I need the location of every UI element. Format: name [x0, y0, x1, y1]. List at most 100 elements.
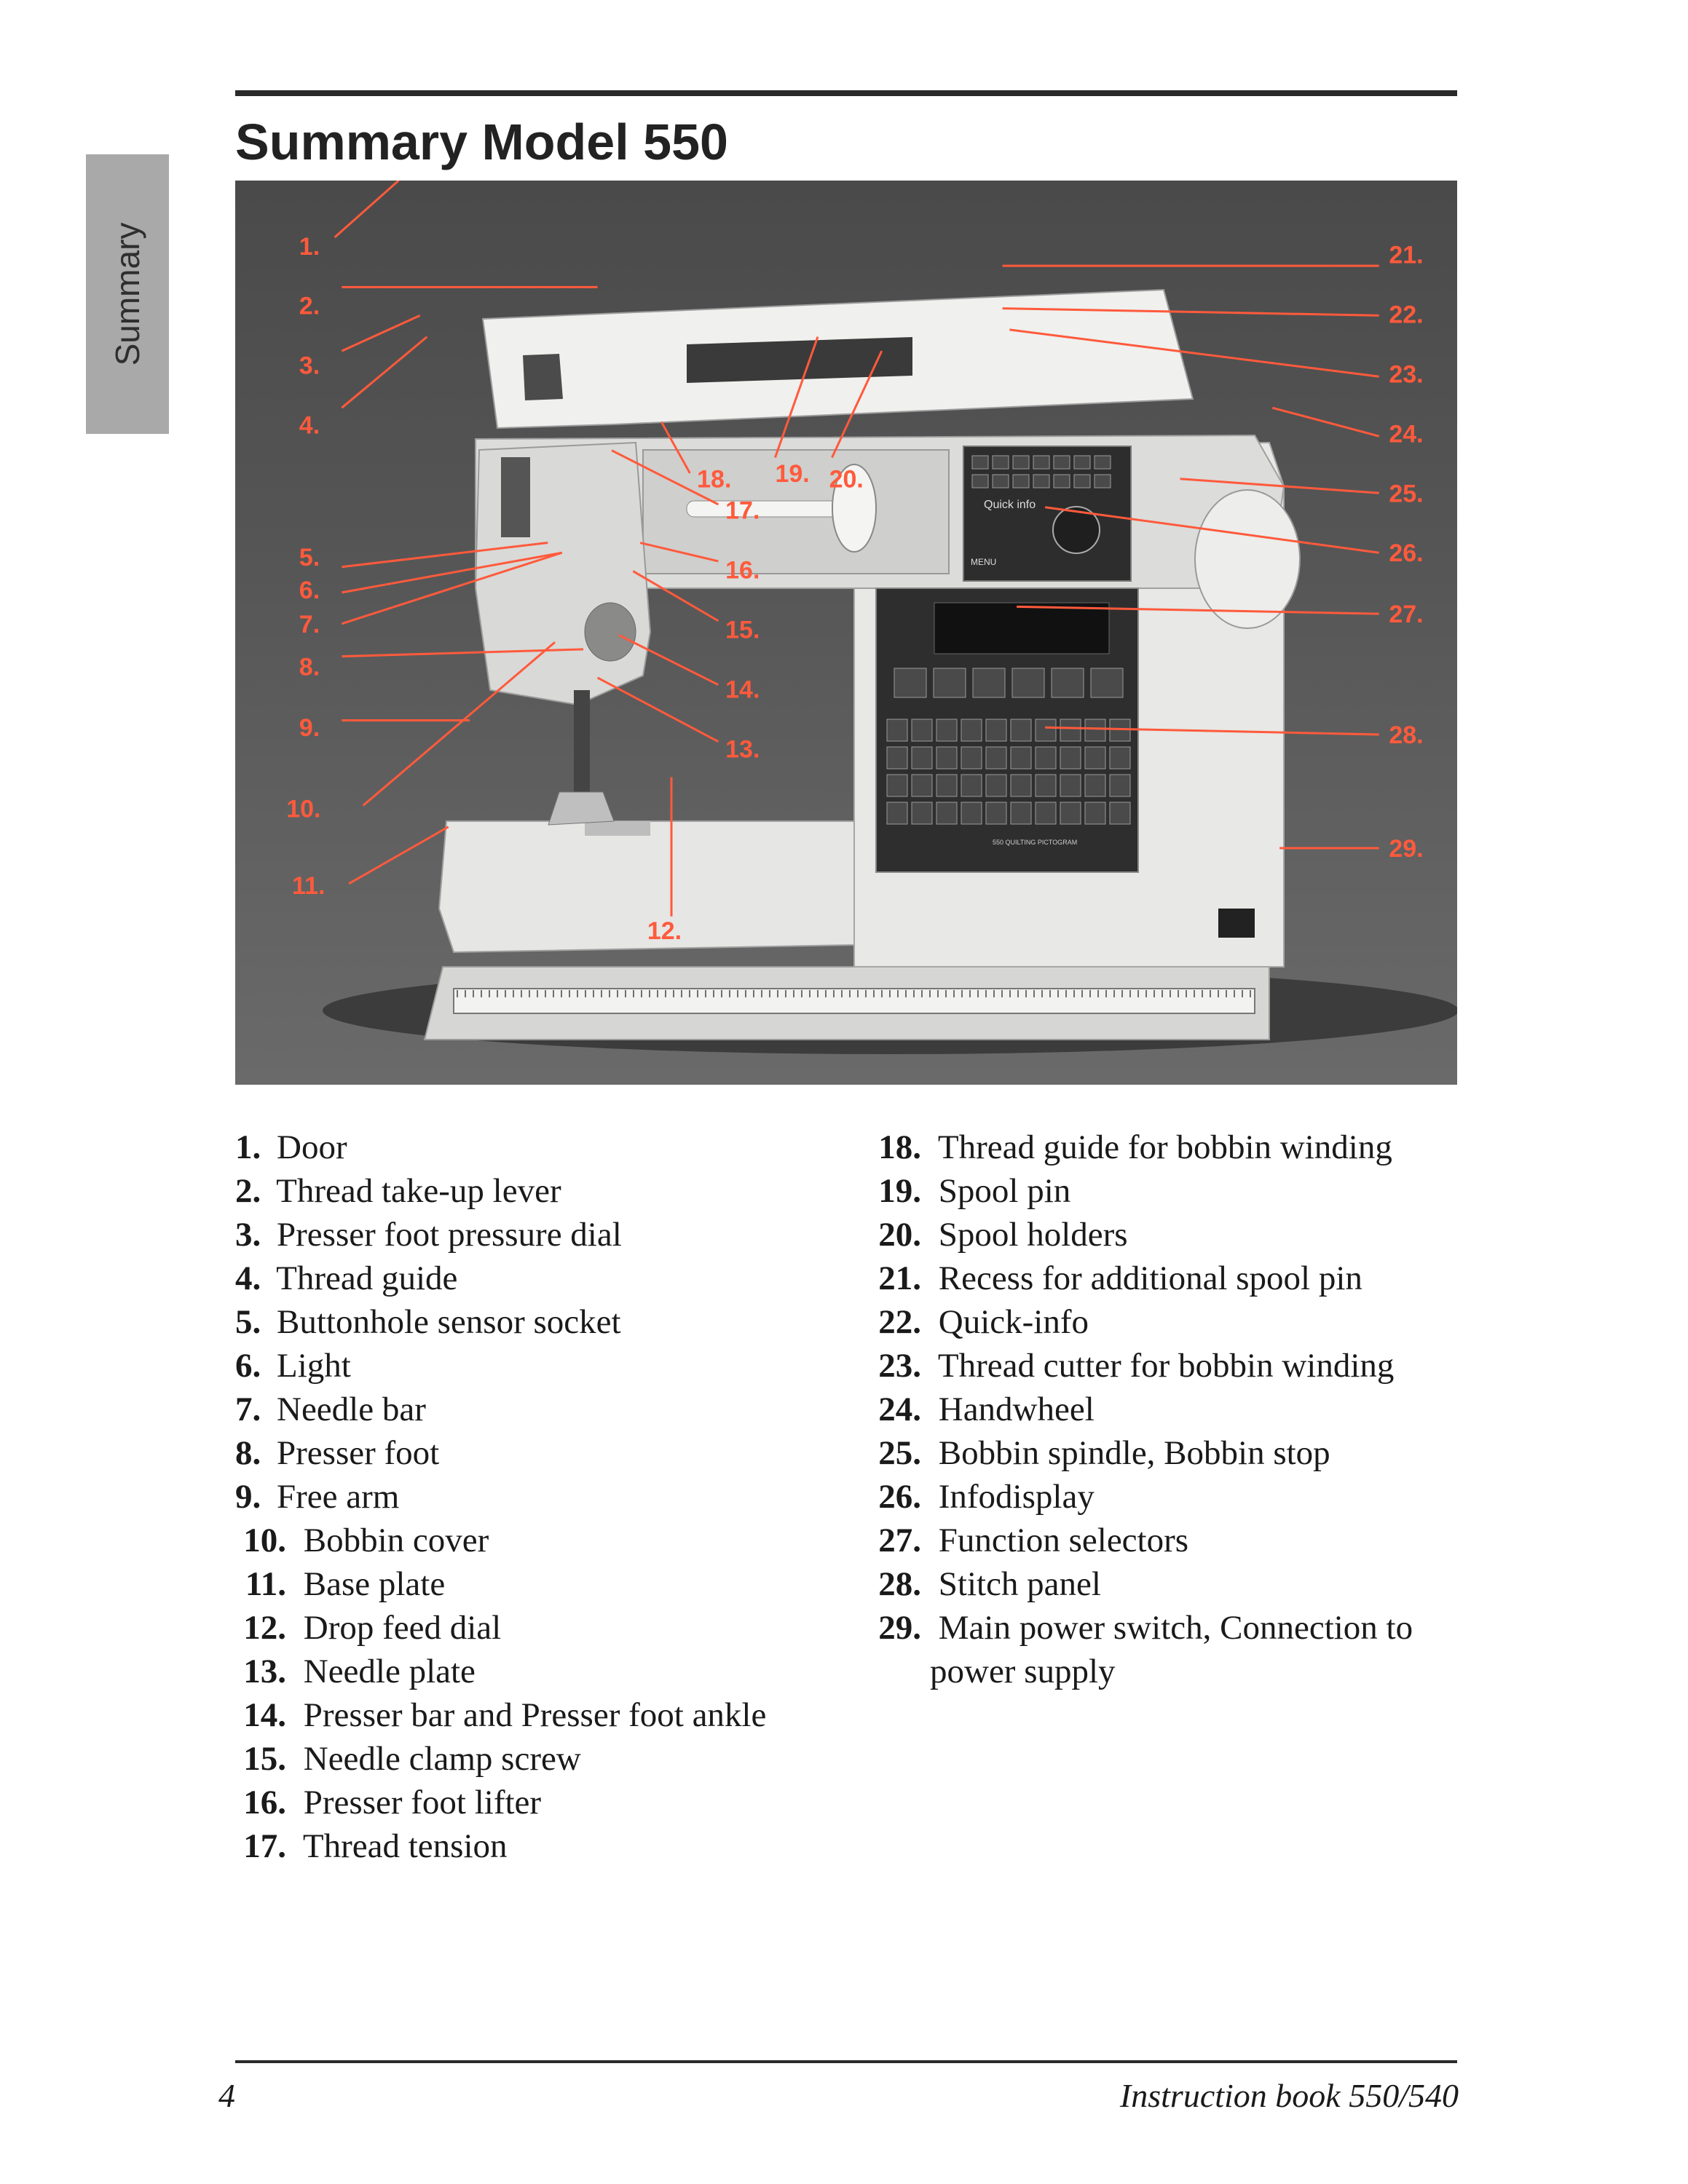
legend-item-number: 6.: [235, 1347, 261, 1385]
legend-item-text: Light: [277, 1347, 351, 1385]
callout-leader: [1044, 506, 1379, 554]
legend-item-text: Bobbin spindle, Bobbin stop: [938, 1434, 1330, 1472]
callout-leader: [342, 551, 563, 594]
section-tab-label: Summary: [109, 222, 146, 366]
panel-key: [972, 668, 1006, 698]
callout-leader: [362, 641, 556, 807]
legend-item-number: 13.: [243, 1653, 286, 1690]
legend-item: 11. Base plate: [235, 1562, 789, 1606]
legend-item: 12. Drop feed dial: [235, 1606, 789, 1650]
callout-leader-lines: [334, 181, 1380, 917]
callout-number: 3.: [299, 352, 320, 380]
panel-key: [961, 746, 982, 769]
legend-item-number: 22.: [878, 1303, 921, 1341]
quick-info-keys: [971, 455, 1111, 488]
legend-item-number: 12.: [243, 1609, 286, 1647]
legend-item-number: 5.: [235, 1303, 261, 1341]
legend-item: 20. Spool holders: [870, 1213, 1438, 1257]
panel-key: [1035, 719, 1057, 742]
legend-item: 23. Thread cutter for bobbin winding: [870, 1344, 1438, 1388]
callout-number: 7.: [299, 611, 320, 638]
panel-key: [1033, 455, 1050, 470]
needle-bar-shape: [574, 690, 590, 799]
panel-key: [936, 719, 958, 742]
legend-item-text: Infodisplay: [938, 1478, 1095, 1516]
callout-leader: [1009, 328, 1379, 378]
legend-item-text: Presser foot pressure dial: [277, 1216, 622, 1254]
bobbin-spindle-shape: [1052, 506, 1100, 554]
callout-number: 5.: [299, 544, 320, 571]
callout-number: 24.: [1389, 420, 1423, 448]
callout-number: 19.: [775, 460, 809, 488]
callout-number: 4.: [299, 412, 320, 440]
legend-item: 26. Infodisplay: [870, 1475, 1438, 1519]
panel-key: [911, 774, 933, 797]
legend-item: 27. Function selectors: [870, 1519, 1438, 1562]
legend-item-text: Drop feed dial: [303, 1609, 502, 1647]
callout-number: 27.: [1389, 601, 1423, 628]
callout-leader: [342, 542, 548, 569]
power-switch-shape: [1218, 909, 1255, 938]
legend-item: 25. Bobbin spindle, Bobbin stop: [870, 1431, 1438, 1475]
panel-key: [1109, 774, 1131, 797]
legend-item-number: 23.: [878, 1347, 921, 1385]
callout-leader: [1002, 307, 1379, 317]
callout-number: 29.: [1389, 835, 1423, 863]
legend-item-text: Thread guide for bobbin winding: [937, 1128, 1392, 1166]
legend-item: 3. Presser foot pressure dial: [235, 1213, 789, 1257]
callout-leader: [632, 570, 719, 622]
panel-key: [911, 746, 933, 769]
ruler-ticks: [457, 990, 1251, 997]
panel-key: [1051, 668, 1084, 698]
tension-dial-shape: [584, 602, 636, 662]
legend-item-number: 17.: [243, 1827, 286, 1865]
legend-item-text: Base plate: [303, 1565, 446, 1603]
panel-key: [886, 774, 908, 797]
legend-item: 29. Main power switch, Connection to pow…: [870, 1606, 1438, 1693]
callout-leader: [341, 551, 563, 625]
spool-pin-shape: [686, 500, 848, 518]
legend-item: 13. Needle plate: [235, 1650, 789, 1693]
callout-number: 26.: [1389, 539, 1423, 567]
legend-item-number: 25.: [878, 1434, 921, 1472]
panel-key: [1033, 474, 1050, 488]
legend-item-text: Needle clamp screw: [303, 1740, 581, 1778]
legend-item-number: 14.: [243, 1696, 286, 1734]
legend-item-text: Needle bar: [277, 1390, 426, 1428]
panel-key: [1035, 746, 1057, 769]
panel-key: [985, 802, 1007, 825]
callout-number: 11.: [292, 872, 325, 900]
callout-number: 10.: [286, 795, 320, 823]
legend-item: 18. Thread guide for bobbin winding: [870, 1125, 1438, 1169]
panel-key: [1084, 802, 1106, 825]
panel-key: [936, 746, 958, 769]
callout-leader: [348, 826, 449, 885]
machine-illustration: Quick info MENU 550 QUILTING PICTOGRAM 1…: [286, 181, 1457, 1054]
legend-item-number: 1.: [235, 1128, 261, 1166]
free-arm-shape: [438, 820, 855, 954]
panel-key: [1084, 774, 1106, 797]
legend-item: 21. Recess for additional spool pin: [870, 1257, 1438, 1300]
legend-item-number: 2.: [235, 1172, 261, 1210]
panel-key: [985, 774, 1007, 797]
callout-leader: [334, 181, 400, 239]
callout-number: 20.: [829, 466, 864, 494]
legend-item: 28. Stitch panel: [870, 1562, 1438, 1606]
legend-item-number: 29.: [878, 1609, 921, 1647]
legend-item-number: 21.: [878, 1259, 921, 1297]
ruler: [453, 988, 1255, 1014]
legend-item-number: 15.: [243, 1740, 286, 1778]
panel-key: [1053, 455, 1070, 470]
legend-item: 15. Needle clamp screw: [235, 1737, 789, 1781]
legend-item-text: Buttonhole sensor socket: [277, 1303, 621, 1341]
callout-number: 14.: [725, 676, 760, 704]
legend-item-number: 19.: [878, 1172, 921, 1210]
callout-leader: [341, 314, 421, 352]
page-title: Summary Model 550: [235, 114, 728, 170]
panel-key: [1084, 746, 1106, 769]
panel-key: [911, 802, 933, 825]
panel-key: [886, 719, 908, 742]
lid-window-shape: [687, 337, 912, 383]
callout-leader: [342, 648, 584, 658]
